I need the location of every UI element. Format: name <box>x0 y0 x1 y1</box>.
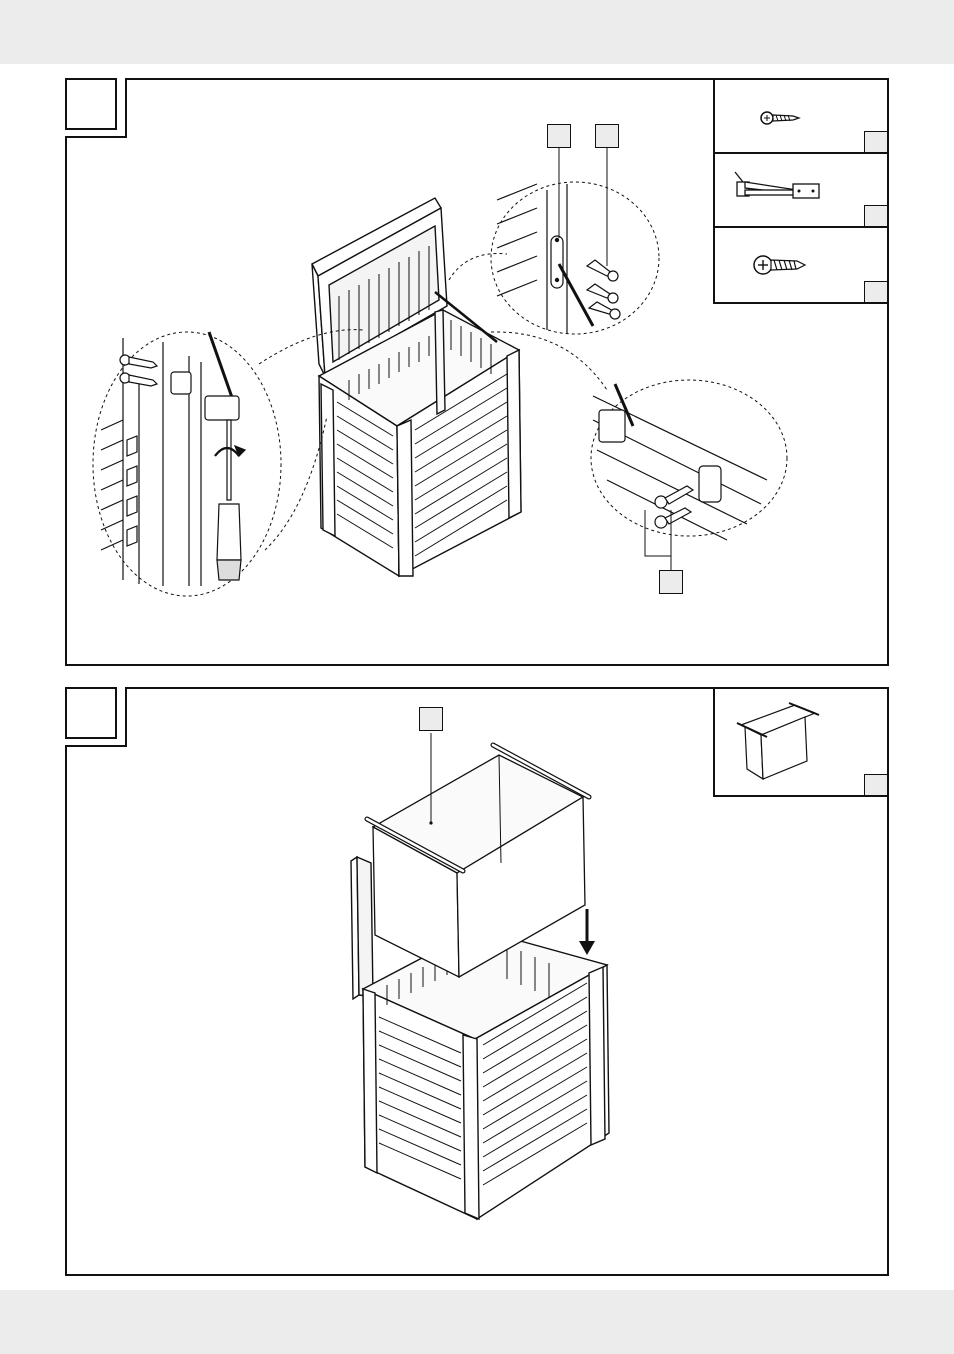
large-screw-icon <box>753 255 807 275</box>
part-label-tag <box>864 281 887 302</box>
small-screw-icon <box>760 111 801 125</box>
step-panel-2 <box>65 687 889 1276</box>
hamper-insert-bag-illustration <box>350 733 610 1221</box>
part-label-tag <box>864 205 887 226</box>
parts-list-item <box>715 154 887 228</box>
lid-stay-hinge-icon <box>734 171 820 199</box>
callout-label <box>419 707 443 731</box>
parts-list-item <box>715 689 887 795</box>
fabric-bag-icon <box>736 702 820 781</box>
screw-pair-left <box>119 354 159 387</box>
callout-label <box>547 124 571 148</box>
slat-pattern <box>336 246 508 557</box>
parts-list-item <box>715 228 887 302</box>
callout-label <box>595 124 619 148</box>
part-label-tag <box>864 131 887 152</box>
parts-list-1 <box>713 78 889 304</box>
slat-pattern <box>378 945 588 1186</box>
callout-label <box>659 570 683 594</box>
parts-list-2 <box>713 687 889 797</box>
top-margin-band <box>0 0 954 64</box>
part-label-tag <box>864 774 887 795</box>
step-number-box-1 <box>65 78 127 138</box>
step-number-box-2 <box>65 687 127 747</box>
hamper-open-lid-illustration <box>92 146 788 597</box>
screw-trio-right <box>585 259 621 320</box>
bottom-margin-band <box>0 1290 954 1354</box>
step-panel-1 <box>65 78 889 666</box>
parts-list-item <box>715 80 887 154</box>
